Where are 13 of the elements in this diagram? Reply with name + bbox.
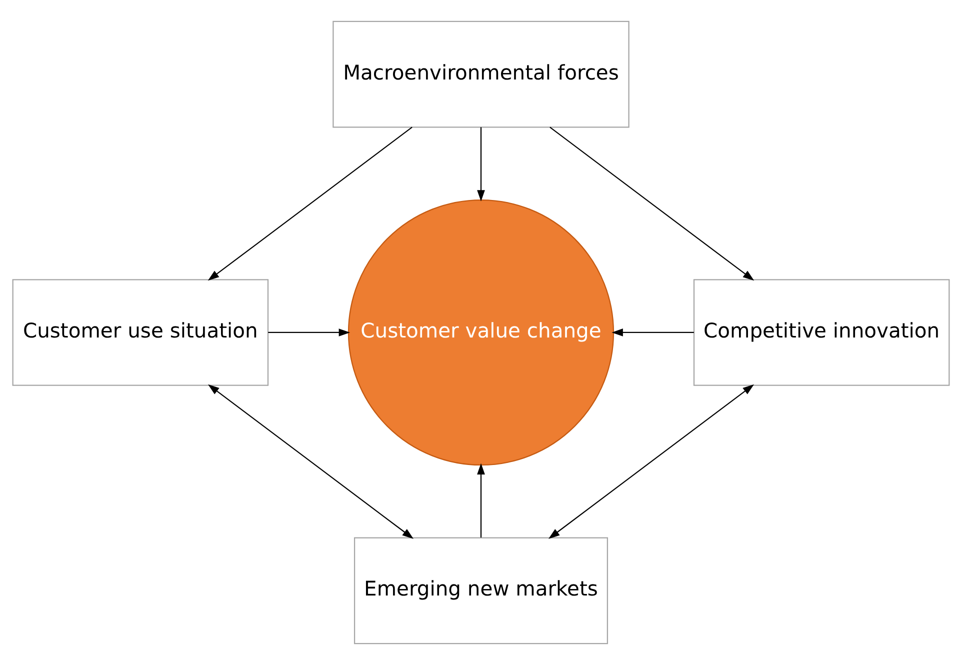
arrow bbox=[208, 384, 414, 538]
arrow bbox=[477, 462, 485, 538]
arrow bbox=[548, 384, 754, 538]
node-circle: Customer value change bbox=[348, 198, 614, 466]
arrow bbox=[612, 328, 694, 336]
node-box: Competitive innovation bbox=[693, 278, 950, 386]
node-box: Customer use situation bbox=[12, 278, 269, 386]
arrow bbox=[268, 328, 350, 336]
arrow bbox=[550, 126, 754, 280]
node-box: Macroenvironmental forces bbox=[332, 20, 630, 128]
arrow bbox=[208, 126, 412, 280]
node-box: Emerging new markets bbox=[354, 536, 608, 644]
arrow bbox=[477, 126, 485, 201]
